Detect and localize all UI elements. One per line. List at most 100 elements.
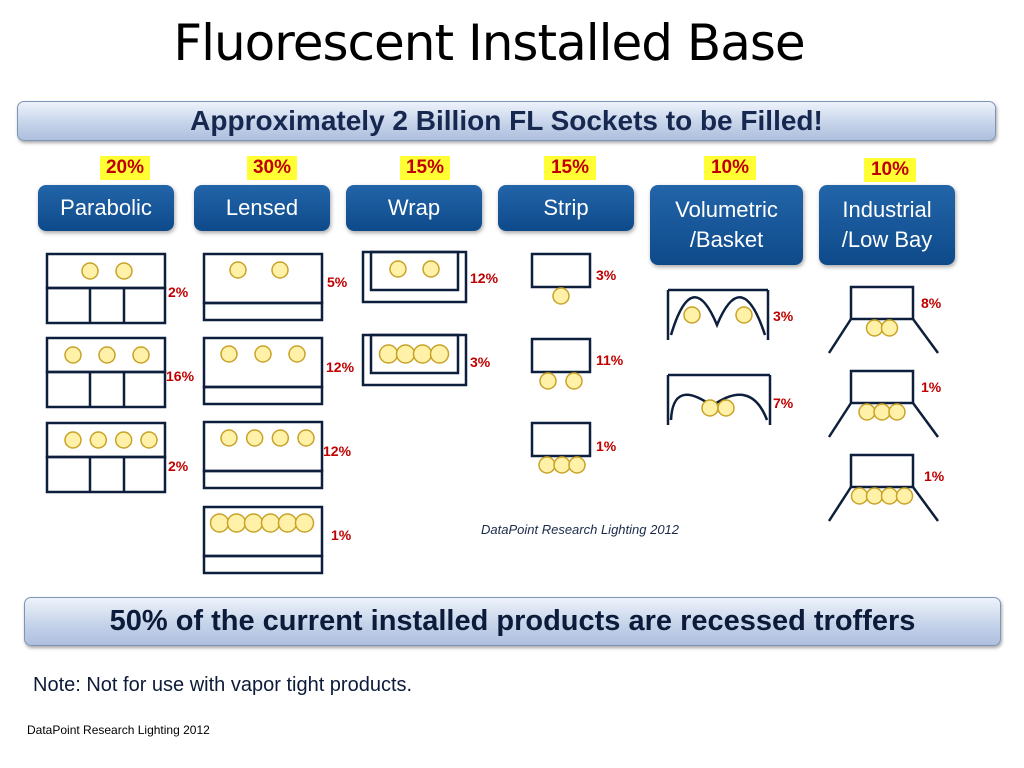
lamp-icon (288, 345, 306, 363)
pct-parabolic-2-lamp: 2% (168, 284, 189, 300)
lamp-icon (220, 429, 238, 447)
lensed-lens (202, 554, 324, 575)
share-badge-volumetric: 10% (704, 156, 756, 180)
category-strip[interactable]: Strip (498, 185, 634, 231)
share-badge-strip: 15% (544, 156, 596, 180)
reflector-arm (911, 318, 940, 354)
pct-lensed-6-lamp: 1% (331, 527, 352, 543)
lamp-icon (880, 319, 899, 337)
lamp-icon (271, 429, 290, 447)
lamp-icon (297, 429, 315, 447)
lamp-icon (895, 487, 914, 505)
lamp-icon (64, 431, 82, 449)
lamp-icon (429, 344, 450, 364)
lamp-icon (552, 287, 570, 305)
lamp-icon (568, 456, 586, 474)
lamp-icon (260, 513, 281, 533)
category-parabolic[interactable]: Parabolic (38, 185, 174, 231)
lamp-icon (229, 261, 247, 279)
lamp-icon (64, 346, 82, 364)
pct-lensed-4-lamp: 12% (323, 443, 352, 459)
share-badge-parabolic: 20% (100, 156, 150, 180)
parabolic-housing (45, 252, 167, 290)
strip-channel (530, 421, 592, 458)
pct-strip-2-lamp: 11% (596, 352, 624, 368)
lamp-icon (850, 487, 869, 505)
vapor-tight-note: Note: Not for use with vapor tight produ… (33, 674, 413, 696)
parabolic-louvre (45, 455, 167, 494)
strip-channel (530, 252, 592, 289)
lamp-icon (271, 261, 289, 279)
category-lensed[interactable]: Lensed (194, 185, 330, 231)
pct-parabolic-4-lamp: 2% (168, 458, 189, 474)
lamp-icon (81, 262, 99, 280)
lamp-icon (132, 346, 150, 364)
lamp-icon (395, 344, 416, 364)
lamp-icon (701, 399, 719, 417)
strip-channel (530, 337, 592, 374)
lamp-icon (98, 346, 116, 364)
wrap-body (361, 250, 468, 304)
category-industrial-low-bay[interactable]: Industrial /Low Bay (819, 185, 955, 265)
lensed-lens (202, 385, 324, 406)
lensed-lens (202, 469, 324, 490)
pct-strip-3-lamp: 1% (596, 438, 617, 454)
reflector-arm (911, 486, 940, 522)
lamp-icon (888, 403, 906, 421)
pct-industrial-2-lamp: 8% (921, 295, 942, 311)
lamp-icon (243, 513, 264, 533)
pct-volumetric-arch: 3% (773, 308, 794, 324)
lamp-icon (378, 344, 399, 364)
wrap-body (361, 333, 468, 387)
pct-lensed-3-lamp: 12% (326, 359, 355, 375)
pct-industrial-3-lamp: 1% (921, 379, 942, 395)
share-badge-industrial: 10% (864, 158, 916, 182)
category-wrap[interactable]: Wrap (346, 185, 482, 231)
lamp-icon (865, 487, 884, 505)
lamp-icon (115, 262, 133, 280)
lamp-icon (226, 513, 247, 533)
lamp-icon (538, 456, 556, 474)
industrial-housing (849, 369, 915, 405)
volumetric-reflector (669, 296, 767, 336)
wrap-lens (369, 333, 460, 375)
lamp-icon (412, 344, 433, 364)
lamp-icon (553, 456, 571, 474)
lamp-icon (565, 372, 583, 390)
lamp-icon (865, 319, 884, 337)
share-badge-lensed: 30% (247, 156, 297, 180)
lamp-icon (873, 403, 891, 421)
industrial-housing (849, 285, 915, 321)
pct-industrial-4-lamp: 1% (924, 468, 945, 484)
lamp-icon (254, 345, 272, 363)
share-badge-wrap: 15% (400, 156, 450, 180)
category-volumetric-basket[interactable]: Volumetric /Basket (650, 185, 803, 265)
lamp-icon (858, 403, 876, 421)
parabolic-louvre (45, 286, 167, 325)
lamp-icon (880, 487, 899, 505)
lamp-icon (422, 260, 440, 278)
reflector-arm (911, 402, 940, 438)
lamp-icon (140, 431, 158, 449)
lamp-icon (683, 306, 701, 324)
research-credit: DataPoint Research Lighting 2012 (481, 522, 680, 537)
source-footer: DataPoint Research Lighting 2012 (27, 723, 210, 737)
pct-wrap-2-lamp: 12% (470, 270, 499, 286)
lamp-icon (114, 431, 133, 449)
reflector-arm (827, 486, 853, 522)
pct-strip-1-lamp: 3% (596, 267, 617, 283)
lamp-icon (209, 513, 230, 533)
lamp-icon (245, 429, 264, 447)
lamp-icon (735, 306, 753, 324)
industrial-housing (849, 453, 915, 489)
reflector-arm (827, 402, 853, 438)
lensed-housing (202, 252, 324, 305)
parabolic-louvre (45, 370, 167, 409)
reflector-arm (827, 318, 853, 354)
sockets-banner: Approximately 2 Billion FL Sockets to be… (17, 101, 996, 141)
lamp-icon (539, 372, 557, 390)
lensed-lens (202, 301, 324, 322)
wrap-lens (369, 250, 460, 292)
lamp-icon (389, 260, 407, 278)
pct-volumetric-basket: 7% (773, 395, 794, 411)
